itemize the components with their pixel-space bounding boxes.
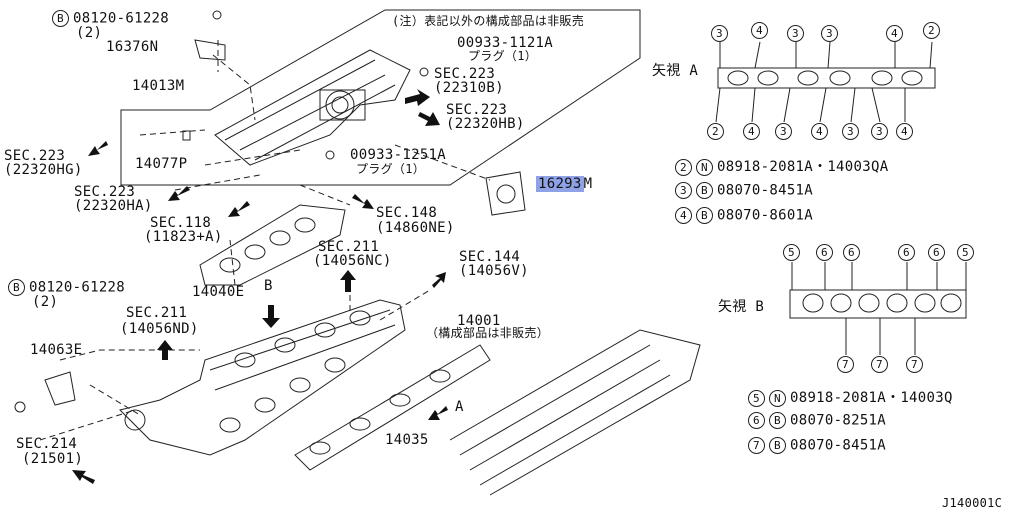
view-b-callout: 6: [928, 244, 945, 261]
sec211-14056nd-ref: (14056ND): [120, 321, 199, 337]
view-a-callout: 3: [787, 25, 804, 42]
view-a-callout: 4: [751, 22, 768, 39]
part-14035: 14035: [385, 432, 429, 448]
part-16376n: 16376N: [106, 39, 159, 55]
view-a-callout: 4: [896, 123, 913, 140]
sec211-14056nc: SEC.211: [318, 239, 380, 255]
sec223-22320hg-ref: (22320HG): [4, 162, 83, 178]
bracket-16376n: [194, 39, 226, 61]
upper-collector: [182, 49, 429, 166]
note-14001: （構成部品は非販売）: [426, 326, 550, 340]
lower-intake-manifold: [119, 299, 406, 456]
view-a-callout: 2: [707, 123, 724, 140]
part-14063e: 14063E: [30, 342, 83, 358]
mid-bolt-qty: (2): [32, 294, 59, 310]
plug-2-label: プラグ（1）: [356, 162, 426, 176]
view-a-callout: 3: [871, 123, 888, 140]
plug-1-part: 00933-1121A: [457, 35, 554, 51]
view-a-gasket: [717, 67, 936, 89]
view-a-callout: 2: [923, 22, 940, 39]
view-a-leaders: [715, 41, 933, 123]
view-b-callout: 7: [837, 356, 854, 373]
sec148-ref: (14860NE): [376, 220, 455, 236]
bracket-14063e: [44, 371, 76, 406]
sec214: SEC.214: [16, 436, 78, 452]
sec223-22320hb: SEC.223: [446, 102, 508, 118]
view-a-callout: 3: [821, 25, 838, 42]
part-14077p: 14077P: [135, 156, 188, 172]
sec211-14056nc-ref: (14056NC): [313, 253, 392, 269]
sec223-22310b: SEC.223: [434, 66, 496, 82]
part-16293m-highlight[interactable]: 16293: [536, 176, 584, 192]
view-a-callout: 3: [775, 123, 792, 140]
view-a-callout: 3: [711, 25, 728, 42]
sec144: SEC.144: [459, 249, 521, 265]
part-14040e: 14040E: [192, 284, 245, 300]
sec223-22320hb-ref: (22320HB): [446, 116, 525, 132]
sec144-ref: (14056V): [459, 263, 529, 279]
part-14001: 14001: [457, 313, 501, 329]
sec223-22320ha-ref: (22320HA): [74, 198, 153, 214]
plug-1-label: プラグ（1）: [468, 49, 538, 63]
view-b-gasket: [789, 289, 967, 319]
sec223-22320ha: SEC.223: [74, 184, 136, 200]
view-a-callout: 4: [743, 123, 760, 140]
view-b-callout: 7: [906, 356, 923, 373]
sec211-14056nd: SEC.211: [126, 305, 188, 321]
view-b-marker: B: [264, 278, 273, 294]
view-a-callout: 4: [886, 25, 903, 42]
view-b-callout: 6: [816, 244, 833, 261]
sec118: SEC.118: [150, 215, 212, 231]
view-b-callout: 6: [898, 244, 915, 261]
view-b-callout: 7: [871, 356, 888, 373]
upper-gasket-14040e: [199, 204, 346, 286]
plug-2-part: 00933-1251A: [350, 147, 447, 163]
sec214-ref: (21501): [22, 451, 84, 467]
note-not-sold: (注）表記以外の構成部品は非販売: [392, 14, 585, 28]
view-b-callout: 5: [957, 244, 974, 261]
sec223-22310b-ref: (22310B): [434, 80, 504, 96]
view-b-leaders: [791, 262, 967, 355]
sec118-ref: (11823+A): [144, 229, 223, 245]
top-bolt-qty: (2): [76, 25, 103, 41]
view-a-marker: A: [455, 399, 464, 415]
sec148: SEC.148: [376, 205, 438, 221]
view-a-title: 矢視 A: [652, 63, 699, 79]
view-b-callout: 5: [783, 244, 800, 261]
view-a-callout: 3: [842, 123, 859, 140]
view-b-title: 矢視 B: [718, 299, 765, 315]
diagram-id: J140001C: [942, 496, 1003, 510]
throttle-gasket: [485, 171, 526, 216]
view-a-callout: 4: [811, 123, 828, 140]
view-b-callout: 6: [843, 244, 860, 261]
upper-box-outline: [120, 9, 641, 186]
direction-arrows: [72, 89, 448, 484]
lower-gasket-14035: [294, 344, 491, 471]
sec223-22320hg: SEC.223: [4, 148, 66, 164]
part-14013m: 14013M: [132, 78, 185, 94]
cylinder-head: [449, 329, 701, 496]
